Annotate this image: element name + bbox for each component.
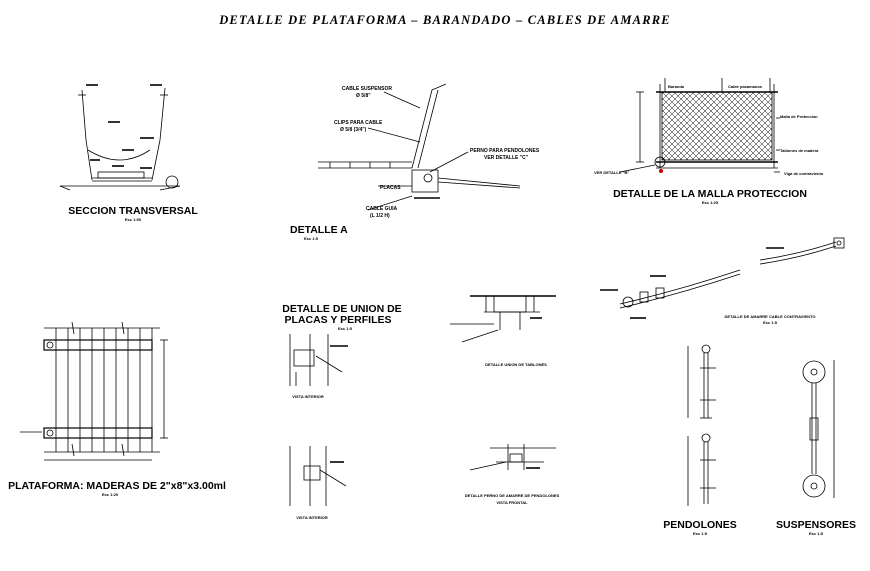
union-view-2-label: VISTA INTERIOR xyxy=(296,515,328,520)
pendolones-drawing xyxy=(687,344,716,506)
amarre-drawing xyxy=(600,237,845,319)
detalle-a-note-3: CLIPS PARA CABLE xyxy=(334,120,383,126)
tablones-drawing xyxy=(450,295,556,343)
detalle-a-note-1: CABLE SUSPENSOR xyxy=(342,86,392,92)
seccion-scale: Esc 1:50 xyxy=(125,217,142,222)
detalle-a-note-2: Ø 5/8" xyxy=(356,93,371,99)
perno-drawing xyxy=(469,444,556,471)
detalle-a-title: DETALLE A xyxy=(290,224,348,236)
detalle-a-note-8: CABLE GUIA xyxy=(366,206,398,212)
detalle-a-drawing xyxy=(318,83,521,211)
union-title-line1: DETALLE DE UNION DE xyxy=(282,303,401,315)
detalle-a-note-6: VER DETALLE "C" xyxy=(484,155,529,161)
amarre-title: DETALLE DE AMARRE CABLE CONTRAVIENTO xyxy=(725,314,816,319)
pendolones-scale: Esc 1:5 xyxy=(693,531,708,536)
malla-red-marker xyxy=(659,169,663,173)
malla-note-5: Viga de contraviento xyxy=(784,171,824,176)
detalle-a-note-7: PLACAS xyxy=(380,185,401,191)
perno-subtitle: VISTA FRONTAL xyxy=(496,500,528,505)
pendolones-title: PENDOLONES xyxy=(663,519,737,531)
union-view-1-label: VISTA INTERIOR xyxy=(292,394,324,399)
suspensores-title: SUSPENSORES xyxy=(776,519,856,531)
union-scale: Esc 1:5 xyxy=(338,326,353,331)
union-view-1 xyxy=(289,334,348,386)
sheet-title: DETALLE DE PLATAFORMA – BARANDADO – CABL… xyxy=(218,13,671,27)
detalle-a-note-9: (L 1/2 H) xyxy=(370,213,390,219)
suspensores-drawing xyxy=(802,360,835,498)
detalle-a-scale: Esc 1:5 xyxy=(304,236,319,241)
plataforma-title: PLATAFORMA: MADERAS DE 2"x8"x3.00ml xyxy=(8,480,226,492)
detalle-a-note-5: PERNO PARA PENDOLONES xyxy=(470,148,540,154)
plataforma-drawing xyxy=(20,321,168,461)
malla-note-2: Cable pasamanos xyxy=(728,84,763,89)
malla-note-4: Tablones de madera xyxy=(780,148,819,153)
malla-note-3: Malla de Proteccion xyxy=(780,114,818,119)
malla-scale: Esc 1:25 xyxy=(702,200,719,205)
seccion-title: SECCION TRANSVERSAL xyxy=(68,205,198,217)
union-view-2 xyxy=(289,446,347,506)
malla-note-6: VER DETALLE "B" xyxy=(594,170,629,175)
seccion-transversal-detail xyxy=(59,84,181,191)
detalle-a-note-4: Ø 5/8 (3/4") xyxy=(340,127,367,133)
amarre-scale: Esc 1:5 xyxy=(763,320,778,325)
plataforma-scale: Esc 1:20 xyxy=(102,492,119,497)
malla-note-1: Baranda xyxy=(668,84,685,89)
union-title-line2: PLACAS Y PERFILES xyxy=(285,314,392,326)
tablones-title: DETALLE UNION DE TABLONES xyxy=(485,362,547,367)
malla-drawing xyxy=(619,78,780,173)
perno-title: DETALLE PERNO DE AMARRE DE PENDOLONES xyxy=(465,493,560,498)
suspensores-scale: Esc 1:5 xyxy=(809,531,824,536)
malla-title: DETALLE DE LA MALLA PROTECCION xyxy=(613,188,807,200)
